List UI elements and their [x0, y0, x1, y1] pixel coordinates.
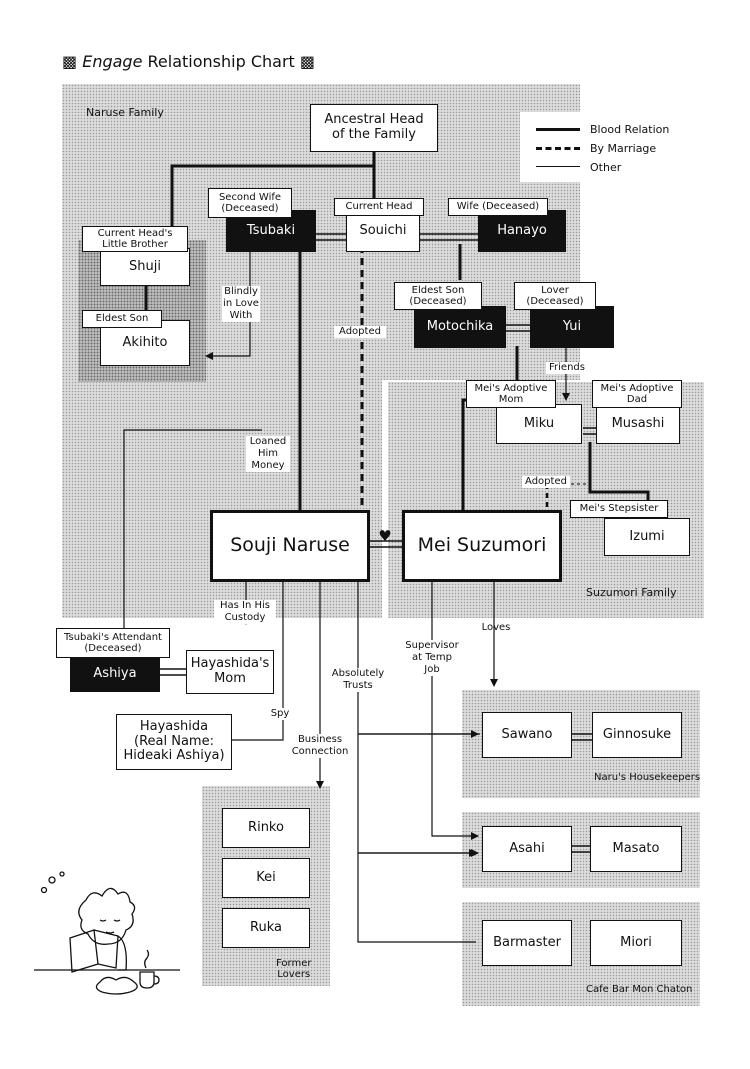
note-friends: Friends [546, 362, 588, 374]
note-supervisor: Supervisor at Temp Job [400, 640, 464, 676]
person-hayashida-mom: Hayashida's Mom [186, 650, 274, 694]
note-business-connection: Business Connection [286, 734, 354, 758]
naruse-family-caption: Naruse Family [86, 106, 164, 119]
person-rinko: Rinko [222, 808, 310, 848]
note-adopted-izumi: Adopted [522, 476, 570, 488]
person-kei: Kei [222, 858, 310, 898]
person-miori: Miori [590, 920, 682, 966]
tag-miku: Mei's Adoptive Mom [466, 380, 556, 408]
legend-blood-line [536, 128, 580, 131]
tag-shuji: Current Head's Little Brother [82, 226, 188, 252]
note-loves: Loves [481, 622, 511, 633]
legend-marriage-label: By Marriage [590, 142, 657, 155]
person-ancestral-head: Ancestral Head of the Family [310, 104, 438, 152]
legend: Blood Relation By Marriage Other [520, 112, 690, 182]
person-izumi: Izumi [604, 518, 690, 556]
person-barmaster: Barmaster [482, 920, 572, 966]
person-yui: Yui [530, 306, 614, 348]
tag-ashiya: Tsubaki's Attendant (Deceased) [56, 628, 170, 658]
person-masato: Masato [590, 826, 682, 872]
tag-izumi: Mei's Stepsister [570, 500, 668, 518]
tag-musashi: Mei's Adoptive Dad [592, 380, 682, 408]
title-italic: Engage [82, 52, 143, 71]
note-loaned-money: Loaned Him Money [246, 436, 290, 472]
person-ashiya: Ashiya [70, 656, 160, 692]
chart-title: ▩ Engage Relationship Chart ▩ [62, 52, 315, 71]
tag-souichi: Current Head [334, 198, 424, 216]
person-mei-suzumori: Mei Suzumori [402, 510, 562, 582]
legend-other-label: Other [590, 161, 622, 174]
legend-blood-label: Blood Relation [590, 123, 670, 136]
tag-akihito: Eldest Son [82, 310, 162, 328]
tag-tsubaki: Second Wife (Deceased) [208, 188, 292, 218]
former-lovers-caption: Former Lovers [276, 958, 312, 980]
person-hayashida: Hayashida (Real Name: Hideaki Ashiya) [116, 714, 232, 770]
note-blindly-in-love: Blindly in Love With [222, 286, 260, 322]
person-sawano: Sawano [482, 712, 572, 758]
person-ginnosuke: Ginnosuke [592, 712, 682, 758]
title-rest: Relationship Chart [147, 52, 295, 71]
suzumori-family-caption: Suzumori Family [586, 586, 677, 599]
person-miku: Miku [496, 404, 582, 444]
legend-marriage-line [536, 147, 580, 150]
tag-yui: Lover (Deceased) [514, 282, 596, 310]
note-absolutely-trusts: Absolutely Trusts [328, 668, 388, 692]
person-souji-naruse: Souji Naruse [210, 510, 370, 582]
heart-icon: ♥ [378, 527, 392, 545]
housekeepers-caption: Naru's Housekeepers [594, 772, 701, 783]
title-left-icon: ▩ [62, 52, 78, 71]
person-shuji: Shuji [100, 248, 190, 286]
tag-hanayo: Wife (Deceased) [448, 198, 548, 216]
person-hanayo: Hanayo [478, 210, 566, 252]
title-right-icon: ▩ [299, 52, 316, 71]
person-motochika: Motochika [414, 306, 506, 348]
cafe-caption: Cafe Bar Mon Chaton [586, 984, 693, 995]
note-custody: Has In His Custody [214, 600, 276, 624]
note-spy: Spy [268, 708, 292, 720]
person-asahi: Asahi [482, 826, 572, 872]
person-ruka: Ruka [222, 908, 310, 948]
legend-other-line [536, 166, 580, 167]
person-musashi: Musashi [596, 404, 680, 444]
tag-motochika: Eldest Son (Deceased) [394, 282, 482, 310]
person-souichi: Souichi [346, 210, 420, 252]
note-adopted-souichi: Adopted [334, 326, 386, 338]
reading-character-doodle [34, 871, 180, 995]
